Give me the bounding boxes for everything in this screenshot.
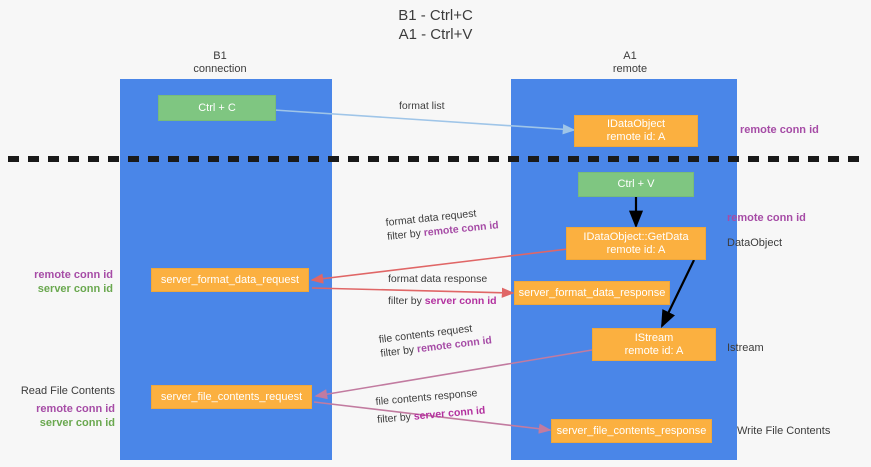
edge-label-format-data-request: format data request filter by remote con… (385, 204, 499, 244)
annotation-read-file-contents: Read File Contents (20, 385, 115, 397)
column-header-a1-name: A1 (623, 50, 637, 62)
edge-label-format-data-response-filter: filter by server conn id (388, 294, 497, 308)
edge-label-format-data-response: format data response filter by server co… (388, 272, 497, 308)
annotation-remote-conn-id-mid: remote conn id (727, 212, 806, 224)
annotation-left-remote-conn-id: remote conn id (34, 269, 113, 281)
node-ctrl-c[interactable]: Ctrl + C (158, 95, 276, 121)
edge-label-format-list: format list (399, 99, 445, 113)
node-ctrl-v[interactable]: Ctrl + V (578, 172, 694, 197)
node-ctrl-c-label: Ctrl + C (198, 101, 236, 114)
title-line-2: A1 - Ctrl+V (398, 26, 473, 43)
node-server-format-data-request-label: server_format_data_request (160, 273, 300, 286)
column-header-b1-sub: connection (193, 63, 247, 75)
annotation-istream: Istream (727, 342, 764, 354)
column-header-a1-sub: remote (612, 63, 648, 75)
node-idataobject-label: IDataObject (606, 118, 666, 130)
node-server-file-contents-request[interactable]: server_file_contents_request (151, 385, 312, 409)
node-server-format-data-response-label: server_format_data_response (518, 286, 666, 299)
node-istream-label: IStream (634, 331, 674, 344)
annotation-write-file-contents: Write File Contents (737, 425, 831, 437)
node-server-format-data-request[interactable]: server_format_data_request (151, 268, 309, 292)
node-server-file-contents-response-label: server_file_contents_response (556, 424, 707, 437)
edge-label-file-contents-request: file contents request filter by remote c… (378, 319, 493, 360)
annotation-left-server-conn-id-2: server conn id (39, 417, 115, 429)
edge-label-format-data-response-main: format data response (388, 273, 488, 285)
node-server-format-data-response[interactable]: server_format_data_response (514, 281, 670, 305)
annotation-dataobject: DataObject (727, 237, 783, 249)
filter-prefix: filter by (376, 410, 415, 426)
node-idataobject-getdata[interactable]: IDataObject::GetData remote id: A (566, 227, 706, 260)
filter-prefix: filter by (388, 295, 425, 307)
edge-label-format-list-main: format list (399, 100, 445, 112)
node-istream-remote-id: remote id: A (624, 344, 684, 357)
edge-label-file-contents-response: file contents response filter by server … (375, 386, 486, 427)
annotation-left-server-conn-id: server conn id (37, 283, 113, 295)
node-idataobject-getdata-label: IDataObject::GetData (583, 230, 689, 243)
node-server-file-contents-request-label: server_file_contents_request (160, 390, 303, 403)
node-server-file-contents-response[interactable]: server_file_contents_response (551, 419, 712, 443)
column-header-b1: B1 connection (140, 50, 300, 76)
node-ctrl-v-label: Ctrl + V (617, 178, 655, 190)
node-idataobject-getdata-remote-id: remote id: A (606, 243, 666, 256)
filter-prefix: filter by (379, 343, 418, 360)
node-istream[interactable]: IStream remote id: A (592, 328, 716, 361)
node-idataobject-remote-id: remote id: A (606, 131, 666, 143)
filter-key-server-conn-id: server conn id (424, 295, 497, 307)
page-title: B1 - Ctrl+C A1 - Ctrl+V (0, 6, 871, 44)
annotation-remote-conn-id-top: remote conn id (740, 124, 819, 136)
filter-prefix: filter by (386, 227, 425, 243)
column-header-a1: A1 remote (550, 50, 710, 76)
filter-key-server-conn-id: server conn id (413, 404, 486, 423)
annotation-left-remote-conn-id-2: remote conn id (36, 403, 115, 415)
title-line-1: B1 - Ctrl+C (398, 7, 473, 24)
node-idataobject[interactable]: IDataObject remote id: A (574, 115, 698, 147)
column-header-b1-name: B1 (213, 50, 227, 62)
